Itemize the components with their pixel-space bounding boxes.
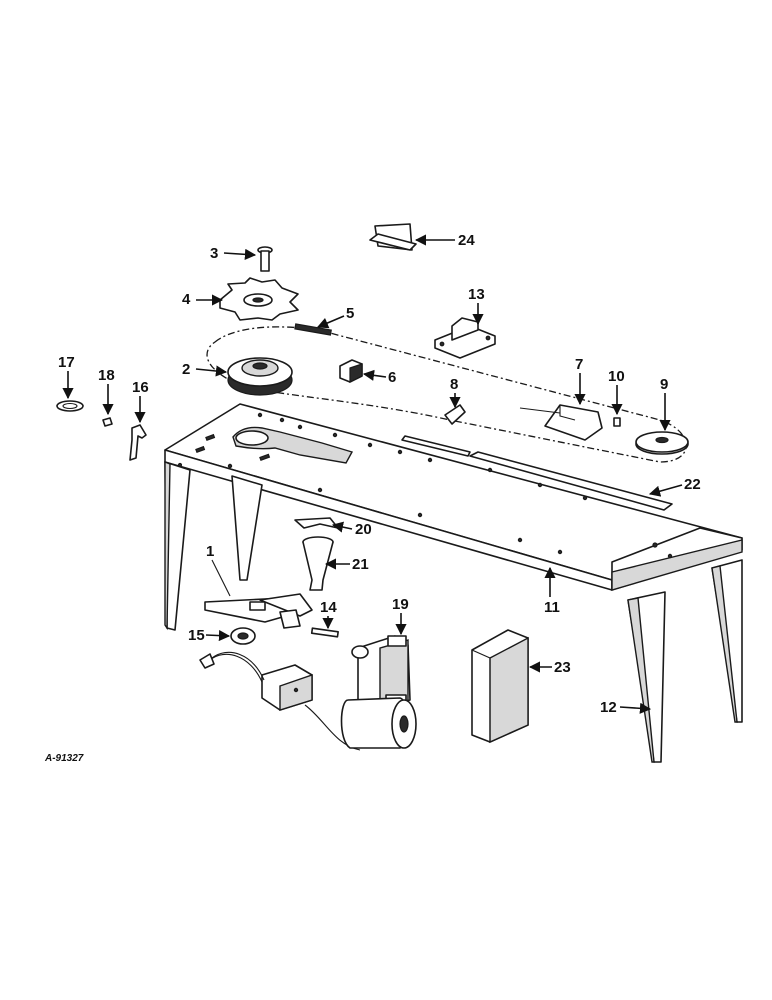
callout-label: 3: [210, 245, 218, 262]
callout-3: 3: [210, 245, 257, 262]
callout-23: 23: [528, 659, 571, 676]
callout-label: 2: [182, 361, 190, 378]
callout-19: 19: [392, 596, 409, 636]
callout-label: 7: [575, 356, 583, 373]
guide-strip-short: [401, 435, 471, 457]
callout-label: 10: [608, 368, 625, 385]
callout-7: 7: [574, 356, 586, 406]
lever-assembly: [204, 559, 313, 629]
callout-label: 16: [132, 379, 149, 396]
callout-14: 14: [320, 599, 337, 630]
table-legs: [164, 460, 743, 763]
switch-box: [261, 664, 313, 711]
callout-11: 11: [544, 566, 560, 616]
idler-plate: [519, 404, 603, 441]
callout-label: 18: [98, 367, 115, 384]
pin: [310, 627, 339, 638]
chain-segment: [294, 323, 332, 336]
clip-17: [56, 400, 84, 412]
callout-10: 10: [608, 368, 625, 416]
callout-5: 5: [316, 305, 354, 329]
callout-label: 24: [458, 232, 475, 249]
callout-label: 22: [684, 476, 701, 493]
callout-18: 18: [98, 367, 115, 416]
bolt: [257, 246, 273, 272]
callout-label: 11: [544, 599, 560, 616]
callout-label: 19: [392, 596, 409, 613]
small-bracket: [444, 404, 466, 425]
callout-label: 23: [554, 659, 571, 676]
callout-13: 13: [468, 286, 485, 326]
funnel: [302, 536, 334, 591]
callout-4: 4: [182, 291, 224, 308]
plug: [199, 653, 215, 669]
callout-17: 17: [58, 354, 75, 400]
callout-label: 4: [182, 291, 191, 308]
callout-label: 21: [352, 556, 369, 573]
callout-22: 22: [648, 476, 701, 497]
table-top: [164, 403, 743, 591]
knob: [230, 627, 256, 645]
callout-label: 15: [188, 627, 205, 644]
motor: [340, 635, 417, 749]
star-wheel: [219, 277, 299, 321]
callout-label: 13: [468, 286, 485, 303]
sprocket-assembly: [227, 357, 293, 396]
callout-16: 16: [132, 379, 149, 424]
power-cord: [209, 653, 263, 683]
callout-label: 1: [206, 543, 214, 560]
callout-20: 20: [331, 521, 372, 538]
callout-label: 12: [600, 699, 617, 716]
callout-24: 24: [414, 232, 475, 249]
callout-2: 2: [182, 361, 228, 378]
callout-9: 9: [659, 376, 671, 432]
guide-strip: [469, 451, 673, 511]
drawing-reference: A-91327: [44, 753, 84, 764]
callout-label: 14: [320, 599, 337, 616]
clip-18: [102, 417, 113, 427]
bracket-24: [369, 223, 417, 251]
callout-label: 8: [450, 376, 458, 393]
idler-pulley: [635, 431, 689, 455]
callout-12: 12: [600, 699, 652, 716]
spacer: [613, 417, 621, 427]
callout-6: 6: [362, 369, 396, 386]
callout-label: 5: [346, 305, 354, 322]
callout-1: 1: [206, 543, 214, 560]
callout-21: 21: [324, 556, 369, 573]
callout-label: 20: [355, 521, 372, 538]
latch-16: [129, 424, 147, 461]
callout-label: 6: [388, 369, 396, 386]
clip-20: [294, 517, 339, 529]
callout-15: 15: [188, 627, 231, 644]
battery-box: [471, 629, 529, 744]
callout-label: 9: [660, 376, 668, 393]
chain-block: [339, 359, 363, 383]
callout-label: 17: [58, 354, 75, 371]
mounting-plate: [434, 317, 496, 359]
callout-8: 8: [449, 376, 461, 409]
